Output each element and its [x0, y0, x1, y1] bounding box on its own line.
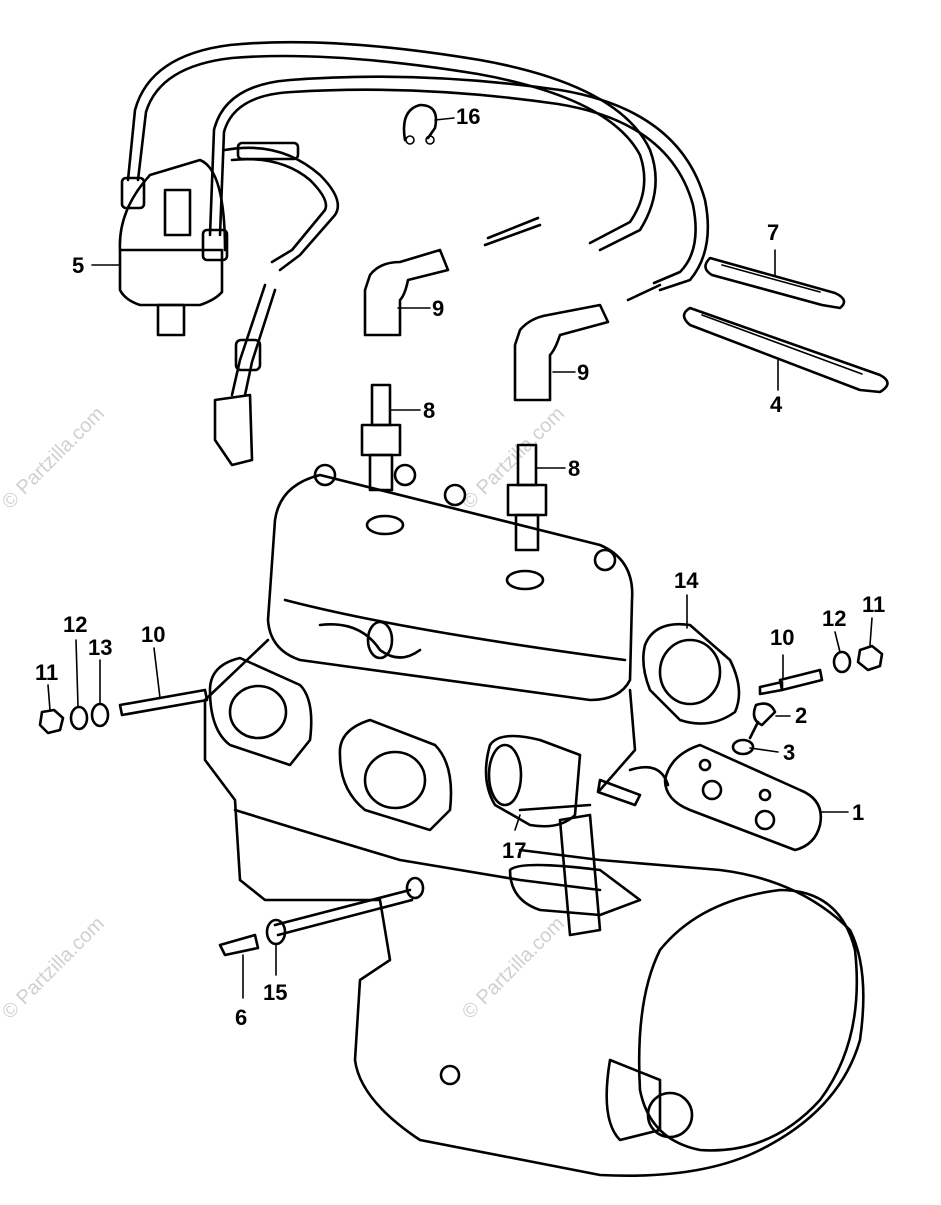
spark-plug [360, 383, 548, 552]
callout-16: 16 [456, 104, 480, 129]
ignition-coil [118, 40, 710, 467]
watermark: © Partzilla.com [0, 913, 109, 1024]
callout-12: 12 [822, 606, 846, 631]
gasket [642, 622, 741, 725]
callout-leaders [47, 117, 873, 999]
callout-10: 10 [141, 622, 165, 647]
callout-12: 12 [63, 612, 87, 637]
callout-17: 17 [502, 838, 526, 863]
callout-13: 13 [88, 635, 112, 660]
callout-6: 6 [235, 1005, 247, 1030]
fasteners [38, 644, 884, 957]
watermark: © Partzilla.com [458, 403, 569, 514]
callout-7: 7 [767, 220, 779, 245]
callout-1: 1 [852, 800, 864, 825]
watermark: © Partzilla.com [0, 403, 109, 514]
callout-2: 2 [795, 703, 807, 728]
terminal-block [663, 743, 823, 852]
band-strap [682, 256, 889, 394]
callout-8: 8 [568, 456, 580, 481]
watermark: © Partzilla.com [458, 913, 569, 1024]
callout-3: 3 [783, 740, 795, 765]
callout-4: 4 [770, 392, 783, 417]
callout-10: 10 [770, 625, 794, 650]
callout-8: 8 [423, 398, 435, 423]
condenser [484, 734, 670, 828]
callout-labels: 1 2 3 4 5 6 7 8 8 9 9 10 10 11 11 12 12 … [35, 104, 885, 1030]
callout-11: 11 [35, 660, 58, 685]
callout-9: 9 [577, 360, 589, 385]
spark-plug-cap [363, 248, 610, 402]
engine-block [203, 463, 865, 1178]
callout-9: 9 [432, 296, 444, 321]
callout-15: 15 [263, 980, 287, 1005]
callout-14: 14 [674, 568, 699, 593]
callout-11: 11 [862, 592, 885, 617]
wire-clip [402, 103, 438, 145]
callout-5: 5 [72, 253, 84, 278]
